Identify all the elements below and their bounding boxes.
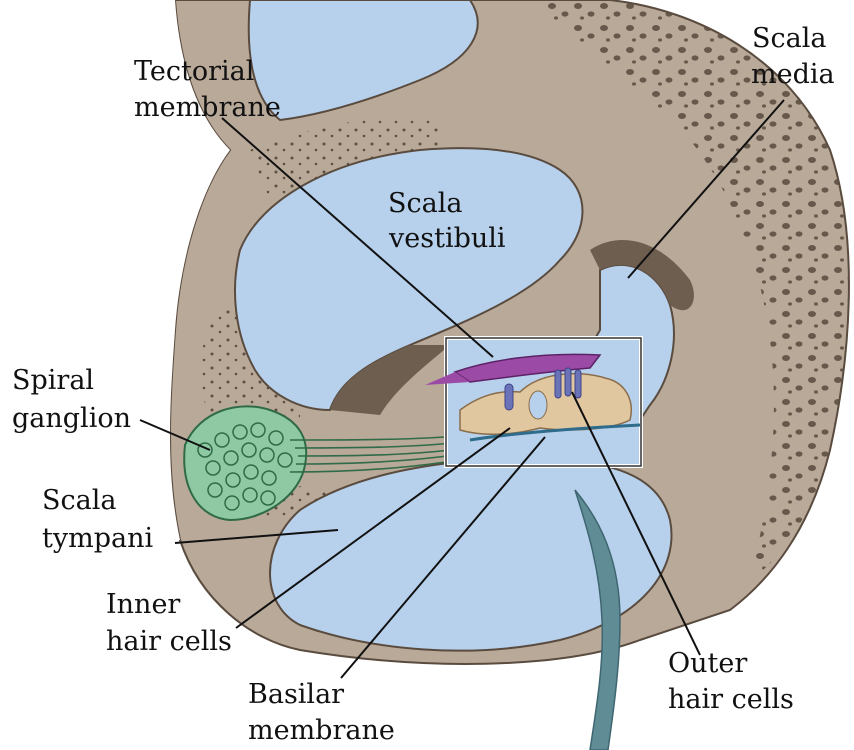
label-scala-vestibuli: Scala vestibuli [388, 188, 506, 254]
leader-scala-media [627, 99, 785, 279]
leader-spiral-ganglion [139, 419, 211, 451]
basilar-membrane-shape [469, 423, 641, 442]
organ-of-corti-inset [425, 336, 643, 468]
labels: Tectorial membrane Scala media Scala ves… [12, 23, 835, 746]
upper-fluid-space [247, 0, 479, 122]
label-tectorial-membrane: Tectorial membrane [134, 56, 281, 123]
label-outer-hair-cells: Outer hair cells [668, 648, 794, 715]
label-scala-media: Scala media [751, 23, 835, 90]
leader-inner-hair-cells [235, 427, 511, 629]
inner-hair-cell-shape [504, 383, 514, 411]
leader-scala-tympani [174, 529, 339, 544]
spiral-ganglion [183, 405, 501, 522]
leader-tectorial-membrane [221, 117, 494, 358]
label-basilar-membrane: Basilar membrane [248, 679, 395, 746]
spongy-bone-region [530, 0, 849, 580]
tectorial-membrane-shape [453, 353, 602, 383]
label-scala-tympani: Scala tympani [42, 485, 153, 554]
leader-outer-hair-cells [571, 391, 701, 656]
cochlear-nerve-fiber [574, 489, 621, 750]
label-spiral-ganglion: Spiral ganglion [12, 365, 131, 434]
scala-vestibuli [234, 147, 584, 412]
outer-hair-cells-shape [554, 367, 582, 399]
label-inner-hair-cells: Inner hair cells [106, 589, 232, 657]
leader-basilar-membrane [340, 436, 546, 679]
